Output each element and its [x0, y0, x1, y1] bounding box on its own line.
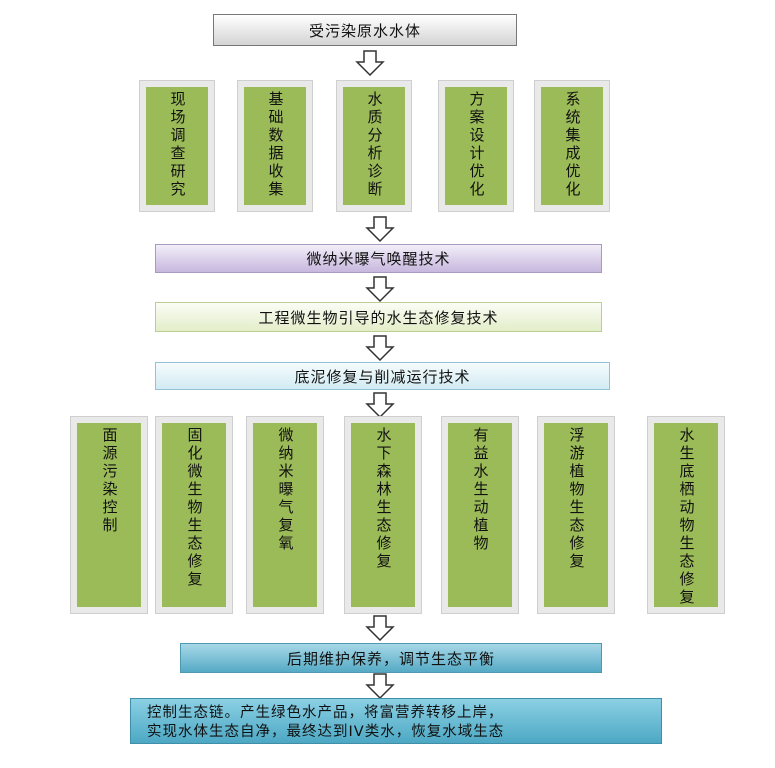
down-arrow-icon: [365, 615, 395, 641]
step-label: 现场调查研究: [168, 91, 187, 199]
tech-band-microbe: 工程微生物引导的水生态修复技术: [155, 302, 602, 332]
band-label: 后期维护保养，调节生态平衡: [286, 649, 495, 668]
down-arrow-icon: [365, 216, 395, 242]
down-arrow-icon: [355, 50, 385, 76]
maintenance-band: 后期维护保养，调节生态平衡: [180, 643, 602, 673]
measure-immobilized-microbe: 固化微生物生态修复: [155, 416, 233, 614]
measure-underwater-forest: 水下森林生态修复: [344, 416, 422, 614]
measure-benthic-animals: 水生底栖动物生态修复: [647, 416, 725, 614]
band-label: 微纳米曝气唤醒技术: [306, 250, 451, 268]
tech-band-sediment: 底泥修复与削减运行技术: [155, 362, 610, 390]
raw-water-box: 受污染原水水体: [213, 14, 517, 46]
measure-label: 有益水生动植物: [471, 427, 490, 553]
step-label: 基础数据收集: [266, 91, 285, 199]
outcome-line-2: 实现水体生态自净，最终达到IV类水，恢复水域生态: [147, 724, 505, 740]
band-label: 底泥修复与削减运行技术: [294, 367, 471, 386]
measure-aeration-oxygen: 微纳米曝气复氧: [246, 416, 324, 614]
measure-beneficial-organisms: 有益水生动植物: [441, 416, 519, 614]
measure-label: 微纳米曝气复氧: [276, 427, 295, 553]
measure-label: 固化微生物生态修复: [185, 427, 204, 589]
measure-label: 水生底栖动物生态修复: [677, 427, 696, 607]
down-arrow-icon: [365, 392, 395, 418]
down-arrow-icon: [365, 673, 395, 699]
step-field-survey: 现场调查研究: [139, 80, 215, 212]
measure-label: 面源污染控制: [100, 427, 119, 535]
measure-nonpoint-control: 面源污染控制: [70, 416, 148, 614]
step-plan-design: 方案设计优化: [438, 80, 514, 212]
tech-band-aeration: 微纳米曝气唤醒技术: [155, 244, 602, 273]
band-label: 工程微生物引导的水生态修复技术: [258, 308, 499, 327]
outcome-line-1: 控制生态链。产生绿色水产品，将富营养转移上岸，: [147, 705, 504, 721]
step-label: 方案设计优化: [467, 91, 486, 199]
measure-label: 浮游植物生态修复: [567, 427, 586, 571]
step-data-collection: 基础数据收集: [237, 80, 313, 212]
down-arrow-icon: [365, 276, 395, 302]
down-arrow-icon: [365, 335, 395, 361]
step-water-analysis: 水质分析诊断: [336, 80, 412, 212]
step-label: 系统集成优化: [563, 91, 582, 199]
outcome-box: 控制生态链。产生绿色水产品，将富营养转移上岸， 实现水体生态自净，最终达到IV类…: [130, 698, 662, 744]
raw-water-label: 受污染原水水体: [308, 21, 421, 40]
step-system-integration: 系统集成优化: [534, 80, 610, 212]
measure-phytoplankton: 浮游植物生态修复: [537, 416, 615, 614]
measure-label: 水下森林生态修复: [374, 427, 393, 571]
step-label: 水质分析诊断: [365, 91, 384, 199]
